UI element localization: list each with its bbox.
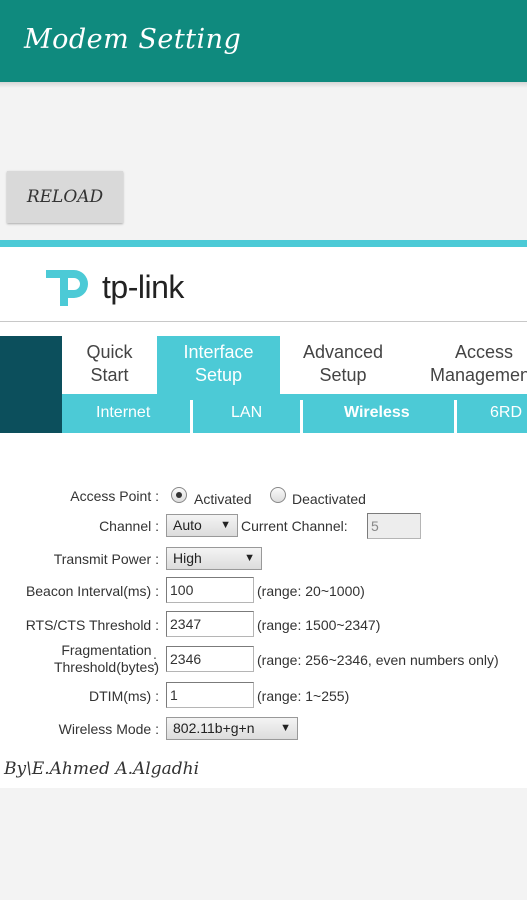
beacon-interval-hint: (range: 20~1000): [257, 583, 365, 599]
activated-label: Activated: [194, 491, 252, 507]
subtab-separator: [300, 400, 303, 433]
subtab-wireless[interactable]: Wireless: [344, 404, 410, 421]
tp-link-logo-icon: [46, 270, 88, 306]
beacon-interval-input[interactable]: 100: [166, 577, 254, 603]
fragmentation-threshold-input[interactable]: 2346: [166, 646, 254, 672]
current-channel-field: 5: [367, 513, 421, 539]
fragmentation-label: Fragmentation Threshold(bytes): [54, 642, 159, 676]
access-point-deactivated-radio[interactable]: [270, 487, 286, 503]
tab-quick-start[interactable]: Quick Start: [62, 336, 157, 394]
tab-interface-setup[interactable]: Interface Setup: [157, 336, 280, 394]
tab-label: Setup: [319, 365, 367, 385]
fragmentation-colon: :: [153, 652, 157, 668]
tab-label: Setup: [194, 365, 243, 385]
nav-bar: [62, 336, 527, 394]
beacon-interval-label: Beacon Interval(ms) :: [25, 583, 159, 599]
nav-side-block: [0, 336, 62, 433]
fragmentation-label-line: Threshold(bytes): [53, 659, 159, 675]
dtim-hint: (range: 1~255): [257, 688, 350, 704]
access-point-activated-radio[interactable]: [171, 487, 187, 503]
subtab-separator: [454, 400, 457, 433]
app-title: Modem Setting: [24, 24, 242, 55]
app-bar-shadow: [0, 82, 527, 88]
sub-nav-bar: [62, 394, 527, 433]
app-bar: Modem Setting: [0, 0, 527, 82]
tab-label: Access: [455, 342, 514, 362]
channel-select[interactable]: Auto ▼: [166, 514, 238, 537]
tab-label: Interface: [183, 342, 254, 362]
access-point-label: Access Point :: [70, 488, 159, 504]
wireless-mode-select[interactable]: 802.11b+g+n ▼: [166, 717, 298, 740]
triangle-down-icon: ▼: [280, 722, 291, 734]
tab-label: Quick: [86, 342, 133, 362]
tab-label: Management: [430, 365, 527, 385]
deactivated-label: Deactivated: [292, 491, 366, 507]
accent-line: [0, 240, 527, 247]
tab-advanced-setup[interactable]: Advanced Setup: [280, 336, 406, 394]
tab-access-management[interactable]: Access Management: [425, 336, 527, 394]
triangle-down-icon: ▼: [244, 552, 255, 564]
fragmentation-threshold-hint: (range: 256~2346, even numbers only): [257, 652, 499, 668]
rts-threshold-input[interactable]: 2347: [166, 611, 254, 637]
transmit-power-select[interactable]: High ▼: [166, 547, 262, 570]
tab-label: Start: [90, 365, 129, 385]
dtim-input[interactable]: 1: [166, 682, 254, 708]
channel-label: Channel :: [99, 518, 159, 534]
tab-label: Advanced: [302, 342, 384, 362]
rts-threshold-label: RTS/CTS Threshold :: [25, 617, 159, 633]
triangle-down-icon: ▼: [220, 519, 231, 531]
subtab-internet[interactable]: Internet: [96, 404, 151, 421]
current-channel-label: Current Channel:: [241, 518, 348, 534]
transmit-power-value: High: [173, 550, 202, 566]
brand-name: tp-link: [102, 269, 184, 305]
dtim-label: DTIM(ms) :: [89, 688, 159, 704]
router-webview[interactable]: tp-link Quick Start Interface Setup Adva…: [0, 240, 527, 788]
fragmentation-label-line: Fragmentation: [61, 642, 152, 658]
wireless-mode-label: Wireless Mode :: [58, 721, 159, 737]
reload-button[interactable]: RELOAD: [7, 171, 123, 223]
rts-threshold-hint: (range: 1500~2347): [257, 617, 381, 633]
wireless-mode-value: 802.11b+g+n: [173, 720, 255, 736]
header-divider: [0, 321, 527, 322]
author-byline: By\E.Ahmed A.Algadhi: [4, 759, 200, 779]
subtab-separator: [190, 400, 193, 433]
subtab-6rd[interactable]: 6RD: [490, 404, 523, 421]
channel-value: Auto: [173, 517, 202, 533]
subtab-lan[interactable]: LAN: [231, 404, 263, 421]
transmit-power-label: Transmit Power :: [53, 551, 159, 567]
